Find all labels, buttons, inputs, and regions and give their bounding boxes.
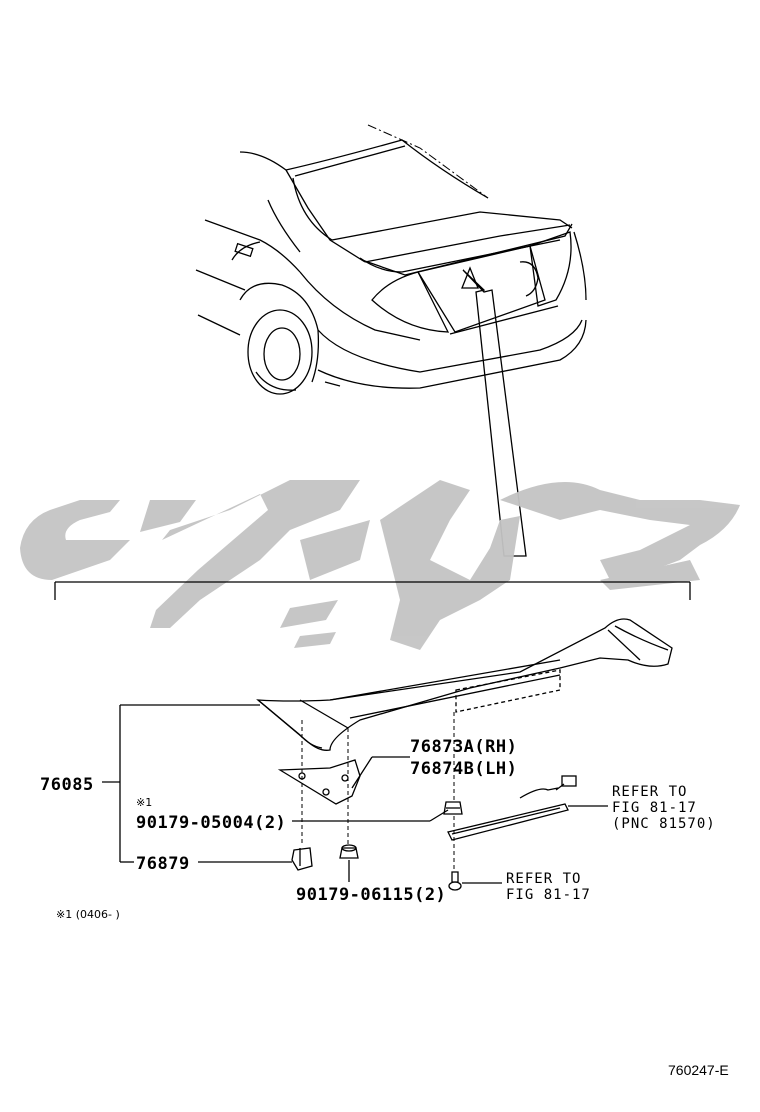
reference-1-line-3: (PNC 81570): [612, 816, 716, 832]
leader-lines: [102, 704, 608, 884]
part-number-clip: 76879: [136, 854, 190, 874]
frame-bracket: [54, 581, 691, 600]
spoiler-drawing: [256, 618, 673, 751]
part-number-nut2: 90179-06115(2): [296, 885, 446, 905]
car-illustration: [195, 124, 587, 557]
figure-id: 760247-E: [668, 1062, 729, 1078]
reference-2-line-2: FIG 81-17: [506, 887, 591, 903]
nut2-icon: [339, 844, 359, 859]
reference-2-line-1: REFER TO: [506, 871, 581, 887]
part-number-bracket-rh: 76873A(RH): [410, 737, 517, 757]
clip-icon: [291, 847, 313, 871]
reference-1-line-2: FIG 81-17: [612, 800, 697, 816]
assembly-centerlines: [301, 712, 455, 870]
bolt-icon: [448, 871, 462, 891]
part-number-spoiler: 76085: [40, 775, 94, 795]
reference-1-line-1: REFER TO: [612, 784, 687, 800]
part-number-bracket-lh: 76874B(LH): [410, 759, 517, 779]
nut-icon: [443, 801, 463, 815]
footnote: ※1 (0406- ): [56, 908, 120, 921]
part-number-nut: 90179-05004(2): [136, 813, 286, 833]
note-marker: ※1: [136, 796, 152, 809]
high-mount-stop-lamp: [447, 775, 577, 841]
watermark: [20, 480, 740, 650]
